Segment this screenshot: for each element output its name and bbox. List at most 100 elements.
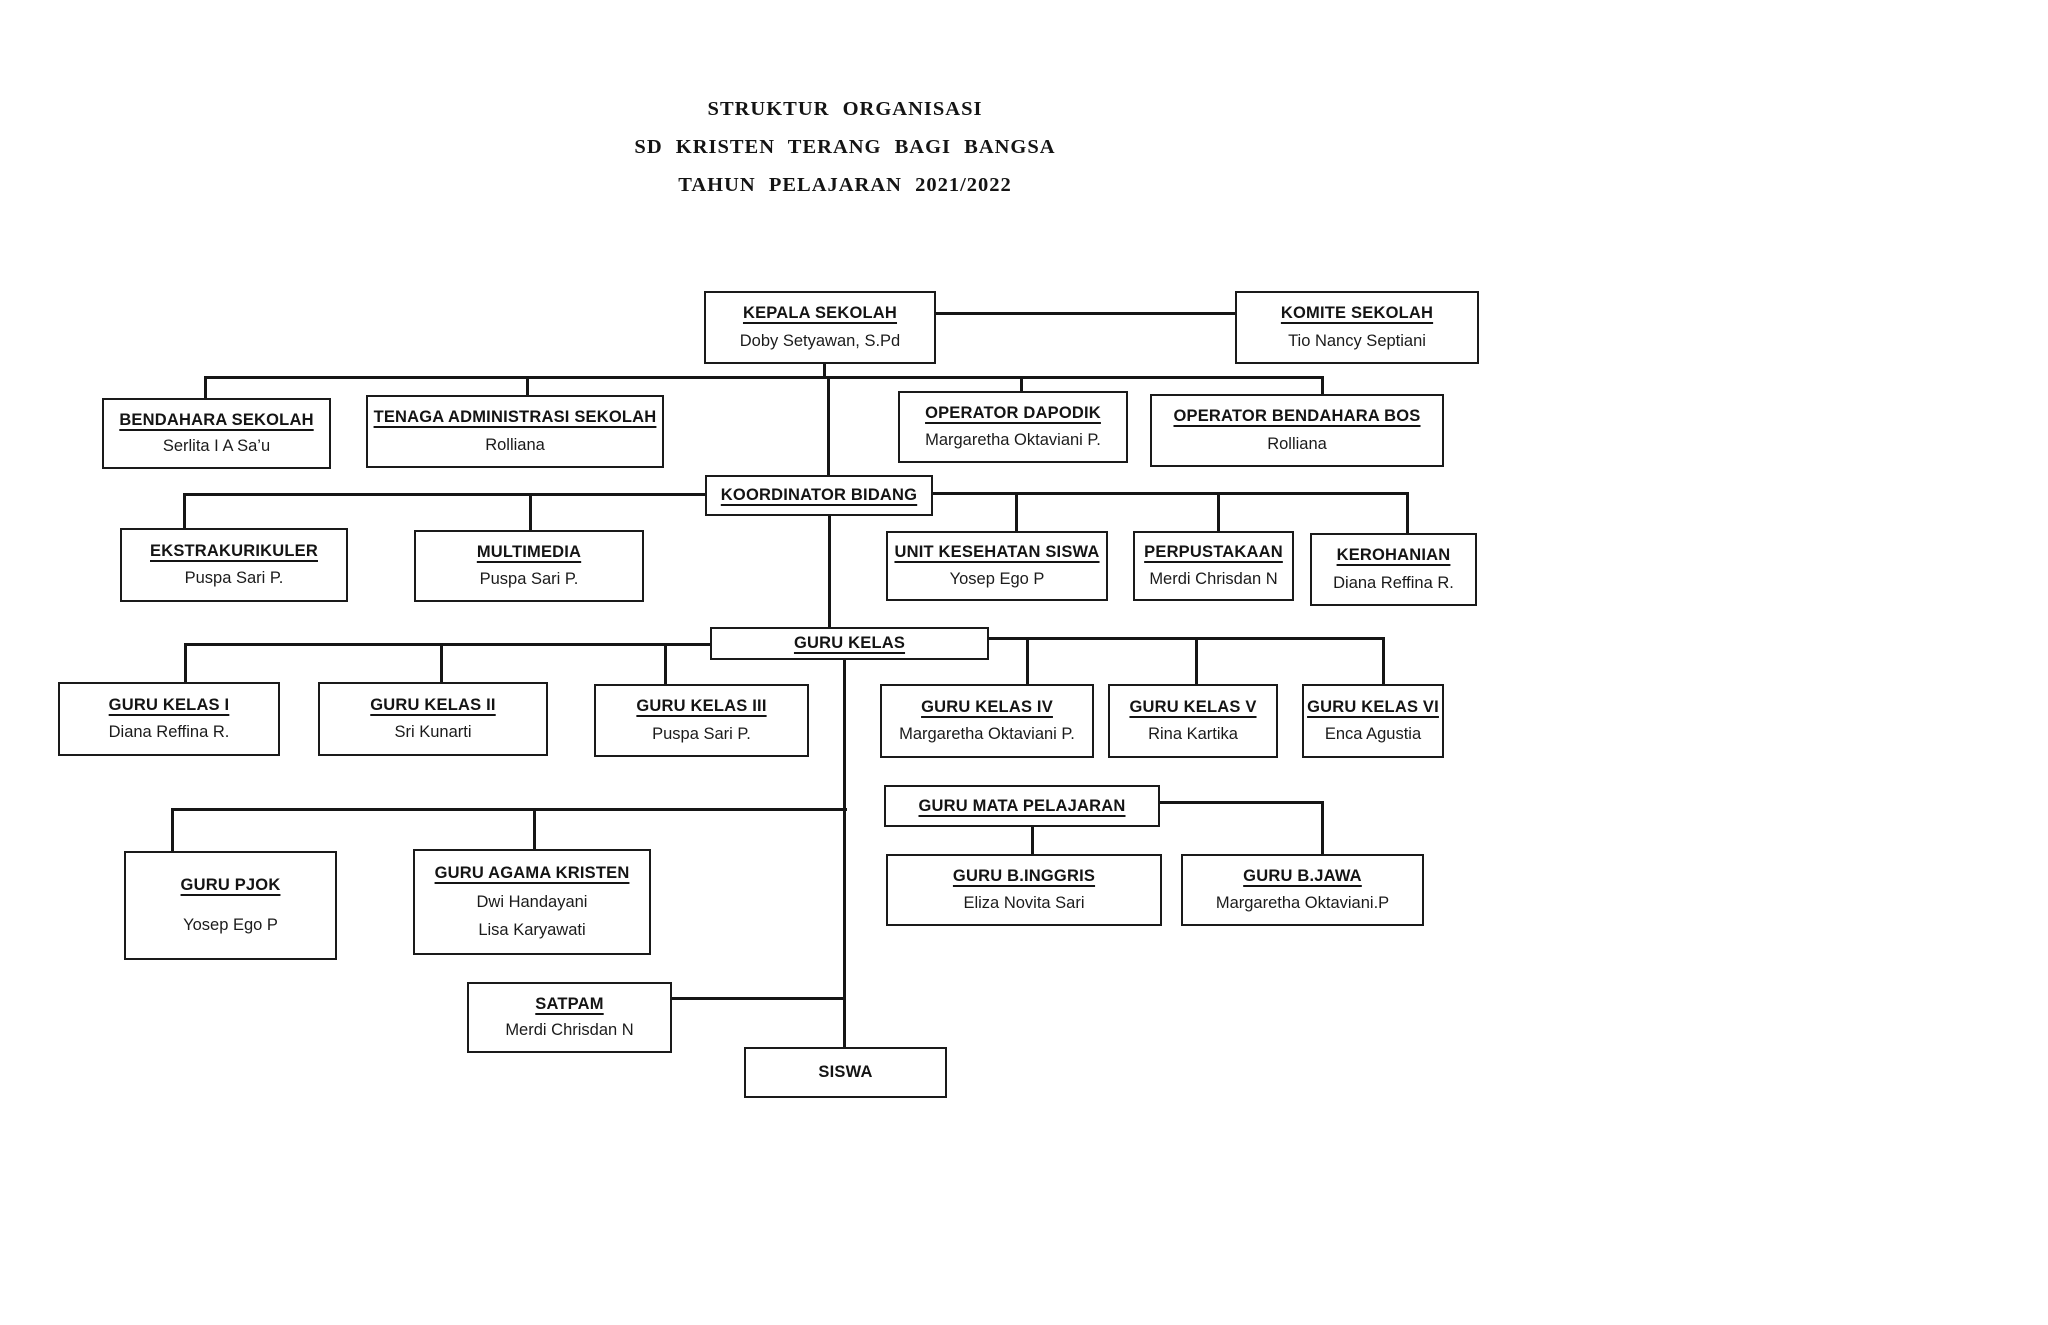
node-title: GURU KELAS II: [370, 695, 496, 714]
node-person-name: Doby Setyawan, S.Pd: [739, 331, 901, 350]
chart-title-line-3: TAHUN PELAJARAN 2021/2022: [678, 174, 1012, 196]
node-person-name: Merdi Chrisdan N: [505, 1021, 634, 1040]
connector-drop-bjawa: [1321, 801, 1324, 855]
node-title: GURU KELAS: [793, 634, 906, 652]
node-guru-kelas-4: GURU KELAS IV Margaretha Oktaviani P.: [880, 684, 1094, 758]
node-guru-kelas-2: GURU KELAS II Sri Kunarti: [318, 682, 548, 756]
connector-drop-ekstrakurikuler: [183, 493, 186, 530]
node-kerohanian: KEROHANIAN Diana Reffina R.: [1310, 533, 1477, 606]
node-person-name: Eliza Novita Sari: [963, 894, 1085, 912]
node-title: KOMITE SEKOLAH: [1280, 304, 1434, 323]
connector-gmp-to-binggris: [1031, 827, 1034, 855]
node-title: KOORDINATOR BIDANG: [720, 486, 918, 504]
node-person-name: Merdi Chrisdan N: [1149, 569, 1278, 588]
node-title: UNIT KESEHATAN SISWA: [894, 543, 1100, 562]
node-guru-kelas-1: GURU KELAS I Diana Reffina R.: [58, 682, 280, 756]
connector-drop-unit-kesehatan: [1015, 492, 1018, 533]
connector-drop-kelas-1: [184, 643, 187, 684]
connector-koordinator-right-bus: [933, 492, 1409, 495]
node-ekstrakurikuler: EKSTRAKURIKULER Puspa Sari P.: [120, 528, 348, 602]
node-guru-mata-pelajaran: GURU MATA PELAJARAN: [884, 785, 1160, 827]
node-title: OPERATOR DAPODIK: [925, 404, 1101, 422]
node-title: EKSTRAKURIKULER: [150, 541, 318, 560]
node-person-name: Rolliana: [1267, 434, 1327, 453]
connector-kepala-down: [823, 364, 826, 378]
connector-drop-kelas-5: [1195, 637, 1198, 686]
connector-drop-pjok: [171, 808, 174, 853]
node-guru-b-jawa: GURU B.JAWA Margaretha Oktaviani.P: [1181, 854, 1424, 926]
node-koordinator-bidang: KOORDINATOR BIDANG: [705, 475, 933, 516]
connector-guru-kelas-right-bus: [989, 637, 1385, 640]
node-title: SISWA: [818, 1063, 873, 1081]
connector-top-bus: [204, 376, 1324, 379]
node-person-name: Serlita I A Sa’u: [162, 437, 271, 456]
connector-drop-dapodik: [1020, 376, 1023, 393]
node-guru-pjok: GURU PJOK Yosep Ego P: [124, 851, 337, 960]
node-tenaga-administrasi-sekolah: TENAGA ADMINISTRASI SEKOLAH Rolliana: [366, 395, 664, 468]
node-operator-dapodik: OPERATOR DAPODIK Margaretha Oktaviani P.: [898, 391, 1128, 463]
node-title: GURU B.JAWA: [1243, 867, 1362, 885]
node-title: MULTIMEDIA: [476, 543, 582, 561]
node-operator-bendahara-bos: OPERATOR BENDAHARA BOS Rolliana: [1150, 394, 1444, 467]
connector-drop-bendahara: [204, 376, 207, 400]
connector-drop-perpustakaan: [1217, 492, 1220, 533]
node-guru-kelas: GURU KELAS: [710, 627, 989, 660]
node-person-name: Yosep Ego P: [183, 915, 278, 934]
node-guru-kelas-3: GURU KELAS III Puspa Sari P.: [594, 684, 809, 757]
node-person-name: Dwi Handayani: [476, 892, 588, 911]
connector-drop-kerohanian: [1406, 492, 1409, 535]
node-person-name: Margaretha Oktaviani P.: [925, 431, 1101, 449]
node-person-name: Sri Kunarti: [394, 723, 472, 742]
node-title: TENAGA ADMINISTRASI SEKOLAH: [373, 408, 657, 427]
node-siswa: SISWA: [744, 1047, 947, 1098]
node-title: GURU AGAMA KRISTEN: [434, 863, 630, 882]
connector-drop-kelas-6: [1382, 637, 1385, 686]
node-title: GURU KELAS III: [636, 697, 767, 716]
node-guru-agama-kristen: GURU AGAMA KRISTEN Dwi Handayani Lisa Ka…: [413, 849, 651, 955]
node-guru-kelas-6: GURU KELAS VI Enca Agustia: [1302, 684, 1444, 758]
connector-drop-agama-kristen: [533, 808, 536, 851]
chart-title: STRUKTUR ORGANISASI SD KRISTEN TERANG BA…: [545, 90, 1145, 204]
connector-kepala-komite: [936, 312, 1235, 315]
node-guru-b-inggris: GURU B.INGGRIS Eliza Novita Sari: [886, 854, 1162, 926]
node-person-name: Rina Kartika: [1148, 725, 1238, 744]
node-title: BENDAHARA SEKOLAH: [119, 410, 314, 429]
chart-title-line-2: SD KRISTEN TERANG BAGI BANGSA: [634, 136, 1056, 158]
node-kepala-sekolah: KEPALA SEKOLAH Doby Setyawan, S.Pd: [704, 291, 936, 364]
node-person-name: Tio Nancy Septiani: [1288, 331, 1426, 350]
node-person-name: Puspa Sari P.: [652, 724, 751, 743]
connector-drop-kelas-4: [1026, 637, 1029, 686]
connector-guru-kelas-left-bus: [184, 643, 711, 646]
node-bendahara-sekolah: BENDAHARA SEKOLAH Serlita I A Sa’u: [102, 398, 331, 469]
connector-center-to-koordinator: [827, 376, 830, 477]
node-unit-kesehatan-siswa: UNIT KESEHATAN SISWA Yosep Ego P: [886, 531, 1108, 601]
node-person-name: Margaretha Oktaviani.P: [1215, 894, 1390, 912]
node-komite-sekolah: KOMITE SEKOLAH Tio Nancy Septiani: [1235, 291, 1479, 364]
connector-pjok-agama-bus: [171, 808, 847, 811]
connector-center-to-siswa: [843, 660, 846, 1049]
connector-koordinator-left-bus: [183, 493, 706, 496]
node-perpustakaan: PERPUSTAKAAN Merdi Chrisdan N: [1133, 531, 1294, 601]
node-title: GURU MATA PELAJARAN: [918, 796, 1126, 815]
node-title: GURU KELAS IV: [921, 697, 1053, 716]
node-person-name: Enca Agustia: [1324, 725, 1422, 744]
node-person-name: Puspa Sari P.: [184, 569, 284, 588]
node-title: SATPAM: [535, 994, 604, 1013]
connector-drop-kelas-3: [664, 643, 667, 686]
chart-title-line-1: STRUKTUR ORGANISASI: [707, 98, 983, 120]
node-title: KEPALA SEKOLAH: [742, 304, 898, 323]
node-title: PERPUSTAKAAN: [1144, 543, 1283, 562]
node-title: KEROHANIAN: [1336, 546, 1451, 565]
node-person-name: Diana Reffina R.: [108, 723, 230, 742]
node-title: GURU KELAS V: [1129, 697, 1257, 716]
connector-gmp-bjawa: [1160, 801, 1324, 804]
connector-drop-kelas-2: [440, 643, 443, 684]
node-person-name: Margaretha Oktaviani P.: [899, 725, 1075, 744]
node-title: GURU KELAS I: [108, 695, 230, 714]
node-person-name: Yosep Ego P: [949, 569, 1045, 588]
connector-drop-bendahara-bos: [1321, 376, 1324, 396]
node-title: OPERATOR BENDAHARA BOS: [1173, 407, 1421, 426]
connector-drop-tenaga: [526, 376, 529, 397]
node-satpam: SATPAM Merdi Chrisdan N: [467, 982, 672, 1053]
